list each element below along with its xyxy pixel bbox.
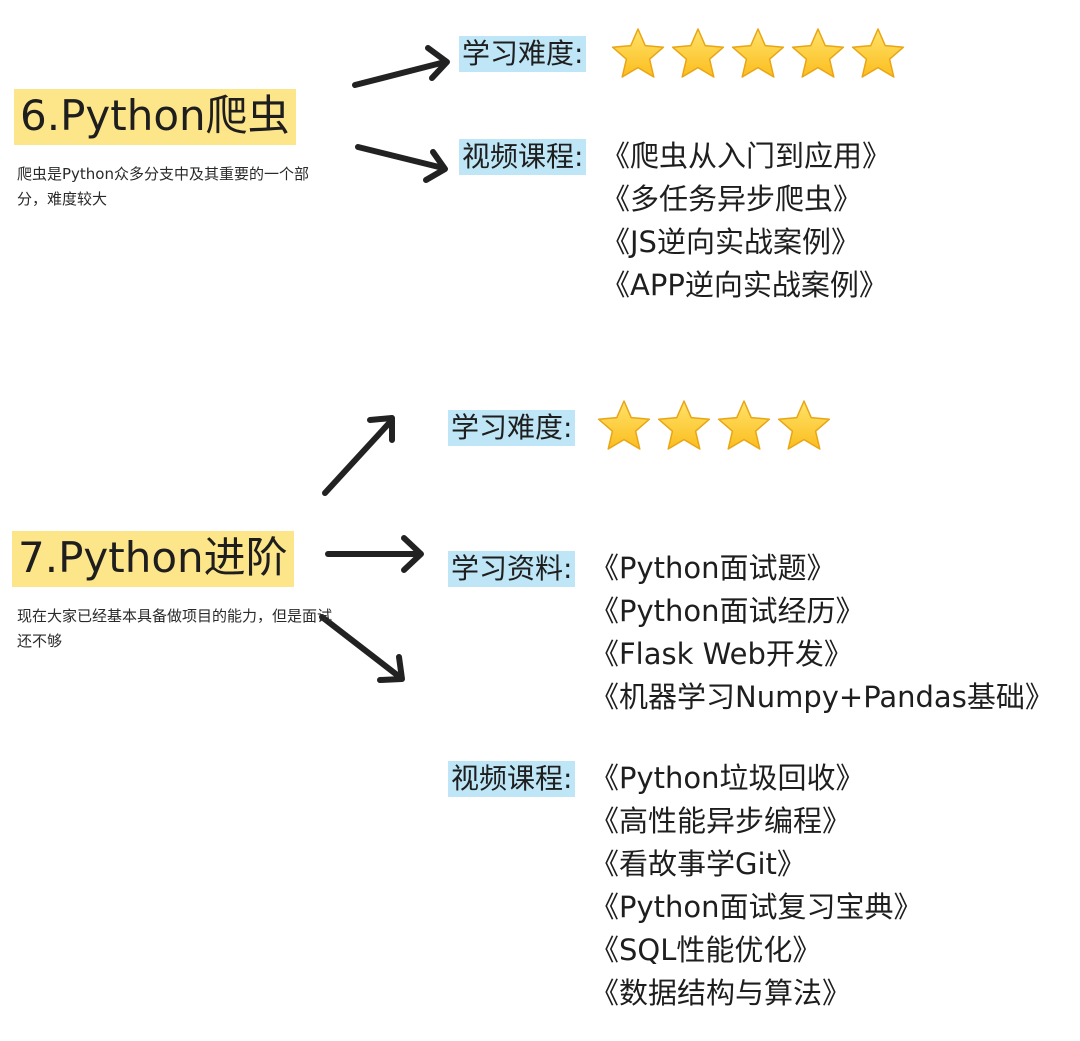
- video-courses-label: 视频课程:: [448, 761, 576, 797]
- video-course-item: 《数据结构与算法》: [590, 976, 852, 1010]
- video-courses-label: 视频课程:: [459, 139, 587, 175]
- arrow-to-materials-7: [325, 535, 424, 573]
- star-icon: [731, 28, 785, 78]
- material-item: 《Python面试题》: [590, 551, 836, 585]
- video-course-item: 《JS逆向实战案例》: [601, 225, 860, 259]
- star-icon: [777, 400, 831, 450]
- material-item: 《机器学习Numpy+Pandas基础》: [590, 680, 1054, 714]
- arrow-to-difficulty-7: [322, 415, 395, 496]
- star-icon: [717, 400, 771, 450]
- star-icon: [611, 28, 665, 78]
- star-icon: [851, 28, 905, 78]
- material-item: 《Flask Web开发》: [590, 637, 853, 671]
- section-description-python-advanced: 现在大家已经基本具备做项目的能力，但是面试还不够: [17, 607, 333, 650]
- video-course-item: 《爬虫从入门到应用》: [601, 139, 892, 173]
- star-icon: [791, 28, 845, 78]
- section-description-python-crawler: 爬虫是Python众多分支中及其重要的一个部分，难度较大: [17, 165, 309, 208]
- section-title-python-crawler: 6.Python爬虫: [14, 89, 296, 145]
- video-course-item: 《高性能异步编程》: [590, 804, 852, 838]
- video-course-item: 《多任务异步爬虫》: [601, 182, 863, 216]
- star-icon: [597, 400, 651, 450]
- material-item: 《Python面试经历》: [590, 594, 865, 628]
- section-title-python-advanced: 7.Python进阶: [12, 531, 294, 587]
- difficulty-label: 学习难度:: [448, 410, 576, 446]
- difficulty-label: 学习难度:: [459, 36, 587, 72]
- video-course-item: 《Python垃圾回收》: [590, 761, 865, 795]
- star-icon: [671, 28, 725, 78]
- arrow-to-difficulty-6: [352, 45, 450, 88]
- video-course-item: 《Python面试复习宝典》: [590, 890, 923, 924]
- video-course-item: 《APP逆向实战案例》: [601, 268, 888, 302]
- learning-materials-label: 学习资料:: [448, 551, 576, 587]
- video-course-item: 《SQL性能优化》: [590, 933, 822, 967]
- arrow-to-video-6: [355, 144, 448, 183]
- star-icon: [657, 400, 711, 450]
- video-course-item: 《看故事学Git》: [590, 847, 806, 881]
